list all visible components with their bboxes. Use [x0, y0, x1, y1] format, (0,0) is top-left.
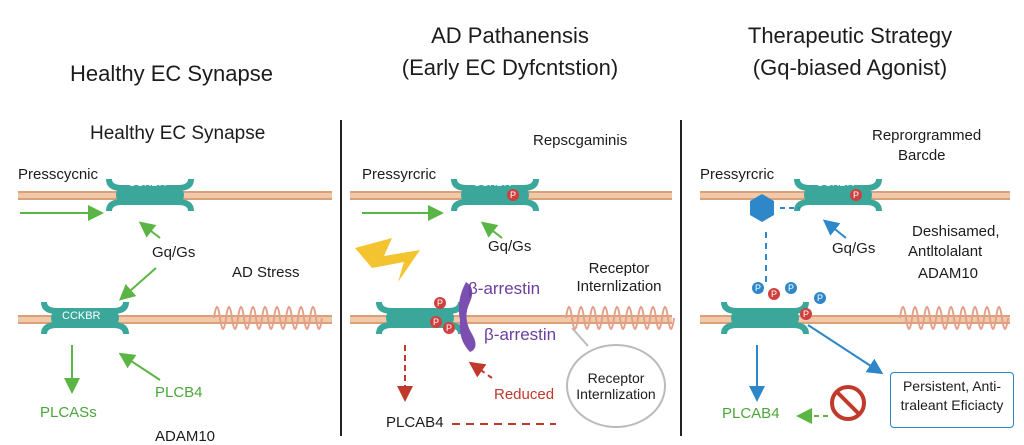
left-receptor-top-label: CCKBR: [128, 177, 167, 189]
middle-output-label: PLCAB4: [386, 414, 444, 431]
membrane-left-bottom: [18, 315, 332, 324]
left-panel-header: Healthy EC Synapse: [70, 61, 273, 86]
internalization-bubble: Receptor Internlization: [566, 344, 666, 428]
divider-right: [680, 120, 682, 436]
bubble-line1: Receptor: [587, 370, 645, 386]
middle-panel-header-line2: (Early EC Dyfcntstion): [401, 55, 619, 80]
middle-panel-header-line1: AD Pathanensis: [431, 23, 589, 48]
phospho-dot-right-3: P: [785, 282, 797, 294]
right-side-line2: Antltolalant: [908, 243, 983, 260]
left-bottom-cut-label: ADAM10: [155, 428, 216, 445]
left-coupling-arrow-down: [119, 267, 157, 301]
left-subheader: Healthy EC Synapse: [90, 123, 266, 144]
arrestin-bottom-label: β-arrestin: [484, 325, 557, 344]
right-output-label: PLCAB4: [722, 405, 780, 422]
phospho-dot-right-1: P: [752, 282, 764, 294]
right-coupling-label: Gq/Gs: [832, 240, 876, 257]
right-presynaptic-label: Pressyrcric: [700, 166, 775, 183]
left-coupling-label: Gq/Gs: [152, 244, 196, 261]
right-receptor-top-label: CCKBR: [816, 177, 855, 189]
arrestin-shape: [458, 282, 476, 352]
phospho-dot-middle-top: P: [507, 189, 519, 201]
membrane-right-bottom: [700, 315, 1010, 324]
left-plcb4-arrow: [118, 352, 161, 381]
left-stress-label: AD Stress: [232, 264, 300, 281]
left-output-right-label: PLCB4: [155, 384, 203, 401]
phospho-dot-right-top: P: [850, 189, 862, 201]
lightning-icon: [355, 238, 420, 282]
right-coil: [899, 306, 1009, 330]
phospho-dot-right-5: P: [814, 292, 826, 304]
agonist-hexagon-icon: [750, 194, 774, 222]
diagram-graphics: [20, 179, 1009, 425]
phospho-dot-right-4: P: [800, 308, 812, 320]
middle-bubble-tail: [571, 327, 589, 347]
right-diagonal-arrow: [807, 324, 884, 375]
right-top-note-line2: Barcde: [898, 147, 946, 164]
left-stress-coil: [213, 306, 323, 330]
middle-presynaptic-label: Pressyrcric: [362, 166, 437, 183]
divider-left: [340, 120, 342, 436]
middle-internalization-label: Receptor Internlization: [576, 260, 662, 295]
middle-receptor-top-label: CCKBR: [473, 177, 512, 189]
efficacy-box: Persistent, Anti- traleant Eficiacty: [890, 372, 1014, 428]
right-coupling-arrow: [822, 219, 847, 239]
right-panel-header-line1: Therapeutic Strategy: [747, 23, 953, 48]
efficacy-box-line1: Persistent, Anti-: [902, 378, 1002, 394]
middle-coupling-label: Gq/Gs: [488, 238, 532, 255]
middle-top-note: Repscgaminis: [533, 132, 628, 149]
efficacy-box-line2: traleant Eficiacty: [900, 397, 1004, 413]
left-output-left-label: PLCASs: [40, 404, 97, 421]
phospho-dot-middle-2: P: [430, 316, 442, 328]
prohibited-icon: [830, 385, 866, 421]
left-coupling-arrow-up: [138, 221, 161, 239]
bubble-line2: Internlization: [576, 386, 656, 402]
left-receptor-bottom-label: CCKBR: [62, 310, 101, 322]
membrane-middle-bottom: [350, 315, 672, 324]
middle-coupling-arrow: [480, 221, 503, 239]
right-side-line3: ADAM10: [918, 265, 979, 282]
right-panel-header-line2: (Gq-biased Agonist): [752, 55, 948, 80]
phospho-dot-right-2: P: [768, 288, 780, 300]
right-side-line1: Deshisamed,: [912, 223, 1000, 240]
middle-coil: [565, 306, 675, 330]
right-receptor-bottom: [721, 302, 809, 334]
phospho-dot-middle-3: P: [443, 322, 455, 334]
phospho-dot-middle-1: P: [434, 297, 446, 309]
middle-reduced-arrow: [468, 361, 493, 379]
middle-reduced-label: Reduced: [494, 386, 555, 403]
left-presynaptic-label: Presscycnic: [18, 166, 99, 183]
arrestin-top-label: β-arrestin: [468, 279, 541, 298]
right-top-note-line1: Reprorgrammed: [872, 127, 982, 144]
